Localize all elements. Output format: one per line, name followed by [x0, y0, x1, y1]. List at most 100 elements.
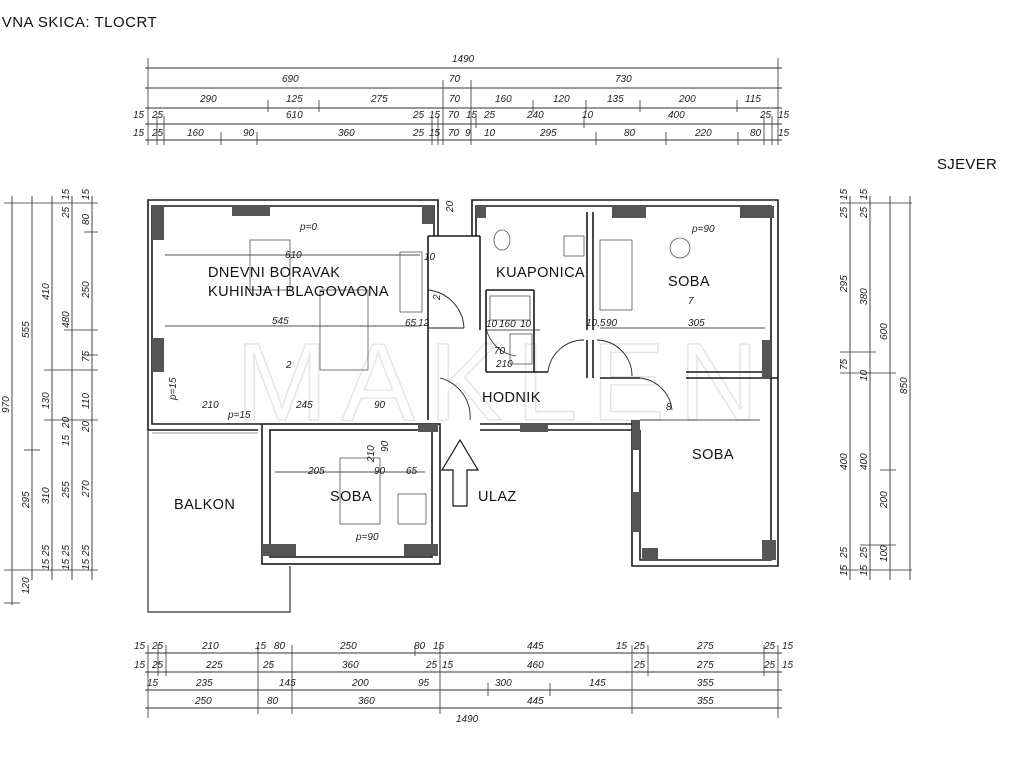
label-living-210: 210 [201, 400, 219, 411]
left-dim-255: 255 [61, 481, 72, 499]
bot-dim-r3-h: 355 [697, 678, 714, 689]
room-living-line1: DNEVNI BORAVAK [208, 265, 341, 281]
bot-dim-r3-e: 95 [418, 678, 430, 689]
top-dim-r4-h: 70 [448, 128, 460, 139]
balcony-outline [147, 430, 291, 613]
top-dim-r1-a: 690 [282, 74, 299, 85]
right-dim-600: 600 [879, 323, 890, 340]
left-dim-c4-25b: 25 [61, 544, 72, 557]
right-dim-75: 75 [839, 358, 850, 370]
interior-dimension-labels: p=0 p=90 p=15 p=15 p=90 610 545 65 12 21… [168, 200, 715, 543]
building-walls [147, 199, 779, 567]
left-dim-c3-15: 15 [41, 558, 52, 570]
bot-dim-r1-m: 25 [763, 641, 776, 652]
left-dim-480: 480 [61, 311, 72, 328]
bot-dim-r2-h: 460 [527, 660, 544, 671]
right-dim-c2-15b: 15 [859, 564, 870, 576]
room-hallway: HODNIK [482, 390, 541, 406]
left-dim-c4-15: 15 [61, 188, 72, 200]
label-south-90b: 90 [380, 440, 391, 452]
right-dim-c1-25: 25 [839, 206, 850, 219]
fixtures [249, 229, 691, 525]
right-dim-200: 200 [879, 491, 890, 509]
left-dim-80: 80 [81, 213, 92, 225]
room-bedroom-east: SOBA [692, 447, 734, 463]
top-dim-r3-i: 240 [526, 110, 544, 121]
bot-dim-r3-a: 15 [147, 678, 159, 689]
right-dim-c1-15: 15 [839, 188, 850, 200]
room-bedroom-north: SOBA [668, 274, 710, 290]
left-dim-c5-15: 15 [81, 188, 92, 200]
top-dim-r4-d: 90 [243, 128, 255, 139]
top-dim-r3-m: 15 [778, 110, 790, 121]
right-dim-c1-25b: 25 [839, 546, 850, 559]
bot-dim-r1-b: 25 [151, 641, 164, 652]
label-p15-left: p=15 [168, 377, 179, 401]
top-dim-r4-i: 9 [465, 128, 471, 139]
label-living-245: 245 [295, 400, 313, 411]
bot-dim-r1-k: 25 [633, 641, 646, 652]
bot-dim-r3-c: 145 [279, 678, 296, 689]
right-dimension-lines [840, 196, 912, 580]
entrance-arrow [440, 438, 480, 507]
top-dim-r3-c: 610 [286, 110, 303, 121]
top-dim-r3-g: 15 [466, 110, 478, 121]
bot-dim-r1-j: 15 [616, 641, 628, 652]
right-dim-295: 295 [839, 275, 850, 293]
bot-dim-r2-c: 225 [205, 660, 223, 671]
watermark-text: MAKLEN [236, 321, 772, 444]
left-dim-555: 555 [21, 321, 32, 338]
bot-dim-r2-j: 275 [696, 660, 714, 671]
top-dim-r4-a: 15 [133, 128, 145, 139]
right-dim-380: 380 [859, 288, 870, 305]
label-p90-north: p=90 [691, 224, 715, 235]
top-dim-r2-g: 135 [607, 94, 624, 105]
label-living-num: 2 [285, 360, 292, 371]
left-dim-130: 130 [41, 392, 52, 409]
top-dim-r4-n: 80 [750, 128, 762, 139]
left-dim-75: 75 [81, 350, 92, 362]
label-bed-90: 90 [606, 318, 618, 329]
label-bath-10b: 10 [520, 319, 532, 330]
label-p15-bottom: p=15 [227, 410, 251, 421]
label-p90-south: p=90 [355, 532, 379, 543]
bot-dim-r4-e: 355 [697, 696, 714, 707]
top-dim-r4-g: 15 [429, 128, 441, 139]
bot-dim-r2-f: 25 [425, 660, 438, 671]
bot-dim-r2-k: 25 [763, 660, 776, 671]
top-dim-r4-f: 25 [412, 128, 425, 139]
bot-dim-r2-e: 360 [342, 660, 359, 671]
bot-dim-r3-d: 200 [351, 678, 369, 689]
label-living-610: 610 [285, 250, 302, 261]
door-swings [427, 289, 673, 421]
label-bed-num: 7 [688, 296, 694, 307]
top-dim-r2-h: 200 [678, 94, 696, 105]
top-dim-r4-j: 10 [484, 128, 496, 139]
top-dim-r2-d: 70 [449, 94, 461, 105]
room-living-line2: KUHINJA I BLAGOVAONA [208, 284, 389, 300]
label-bed-305: 305 [688, 318, 705, 329]
bot-dim-r1-f: 250 [339, 641, 357, 652]
left-dim-310: 310 [41, 487, 52, 504]
right-dim-c1-400: 400 [839, 453, 850, 470]
label-south-205: 205 [307, 466, 325, 477]
top-dim-r2-f: 120 [553, 94, 570, 105]
right-dimension-values: 15 25 295 75 400 25 15 15 25 380 10 400 … [839, 188, 910, 576]
top-dim-r3-a: 15 [133, 110, 145, 121]
bot-dim-r1-e: 80 [274, 641, 286, 652]
left-dim-970: 970 [1, 396, 12, 413]
bot-dim-overall: 1490 [456, 714, 479, 725]
right-dim-10: 10 [859, 369, 870, 381]
bot-dim-r4-a: 250 [194, 696, 212, 707]
label-bath-10a: 10 [486, 319, 498, 330]
top-dim-r2-c: 275 [370, 94, 388, 105]
entrance-label: ULAZ [478, 489, 517, 505]
top-dimension-lines [145, 58, 782, 145]
left-dim-c3-25: 25 [41, 544, 52, 557]
label-bath-160: 160 [499, 319, 516, 330]
room-balcony: BALKON [174, 497, 236, 513]
bot-dim-r1-a: 15 [134, 641, 146, 652]
drawing-title: ATIVNA SKICA: TLOCRT [0, 14, 158, 31]
bot-dim-r1-c: 210 [201, 641, 219, 652]
left-dim-c4-20: 20 [61, 416, 72, 429]
